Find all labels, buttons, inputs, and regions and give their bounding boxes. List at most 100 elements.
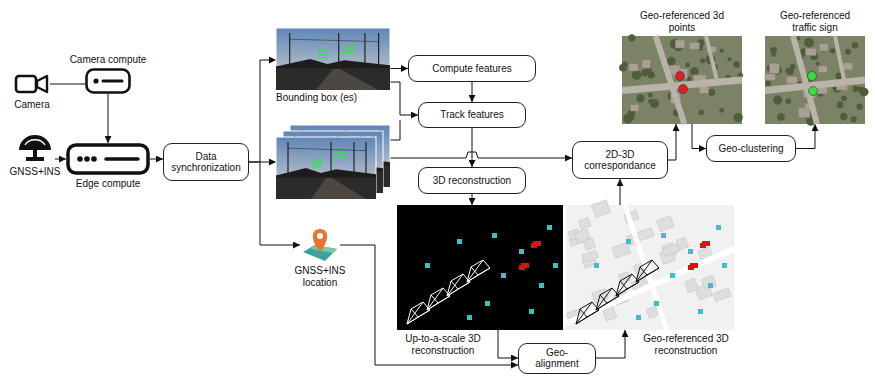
illustration-part xyxy=(492,233,497,238)
illustration-part xyxy=(650,99,659,108)
illustration-part xyxy=(843,63,852,70)
illustration-part xyxy=(397,205,563,330)
illustration-part xyxy=(637,228,654,241)
illustration-part xyxy=(427,296,450,310)
label-holder: Up-to-a-scale 3D reconstruction xyxy=(397,333,489,356)
node-label: Geo-referenced 3d points xyxy=(634,10,730,33)
illustration-part xyxy=(467,260,483,282)
illustration-part xyxy=(485,301,490,306)
map-image-art xyxy=(566,205,734,330)
connector-arrow xyxy=(472,194,473,205)
connector-arrow xyxy=(692,124,706,149)
process-box: Compute features xyxy=(408,55,536,82)
illustration-part xyxy=(447,282,470,296)
illustration-part xyxy=(539,283,544,288)
illustration-part xyxy=(734,113,743,122)
illustration-part xyxy=(622,36,742,124)
illustration-part xyxy=(648,93,653,98)
connector-arrow xyxy=(55,159,66,160)
aerial-image: Geo-referenced traffic sign xyxy=(765,36,865,124)
illustration-part xyxy=(276,137,376,199)
illustration-part xyxy=(407,310,430,324)
illustration-part xyxy=(817,88,827,94)
illustration-part xyxy=(769,63,779,73)
illustration-part xyxy=(636,275,647,282)
illustration-part xyxy=(845,49,851,55)
illustration-part xyxy=(853,86,859,92)
illustration-part xyxy=(276,28,390,90)
node-label: GNSS+INS xyxy=(3,166,67,178)
illustration-part xyxy=(708,283,713,288)
connector-arrow xyxy=(620,179,621,205)
illustration-part xyxy=(786,77,797,84)
illustration-part xyxy=(727,57,731,61)
label-holder: Bounding box (es) xyxy=(276,92,390,104)
illustration-part xyxy=(698,309,703,314)
connector-arrow xyxy=(50,84,85,85)
process-box: Geo-alignment xyxy=(518,343,596,374)
illustration-part xyxy=(583,238,595,250)
camera-icon-art xyxy=(14,72,50,96)
node-label: Geo-referenced traffic sign xyxy=(767,10,863,33)
illustration-part xyxy=(646,306,658,318)
illustration-part xyxy=(852,42,858,48)
illustration-part xyxy=(713,288,731,301)
illustration-part xyxy=(338,33,339,69)
illustration-part xyxy=(276,168,376,177)
reconstruction-image: Up-to-a-scale 3D reconstruction xyxy=(397,205,563,330)
illustration-part xyxy=(716,225,721,230)
illustration-part xyxy=(26,157,44,161)
illustration-part xyxy=(835,36,845,84)
illustration-part xyxy=(596,288,612,310)
illustration-part xyxy=(364,33,365,69)
illustration-part xyxy=(785,68,789,72)
compute-device-art xyxy=(66,143,150,175)
illustration-part xyxy=(287,142,288,178)
illustration-part xyxy=(625,205,667,330)
image-frames-art xyxy=(276,28,390,204)
illustration-part xyxy=(700,243,706,248)
illustration-part xyxy=(685,63,690,68)
illustration-part xyxy=(77,156,83,162)
illustration-part xyxy=(662,244,679,256)
illustration-part xyxy=(616,289,627,296)
illustration-part xyxy=(407,317,418,324)
illustration-part xyxy=(656,36,685,124)
illustration-part xyxy=(276,28,390,90)
illustration-part xyxy=(87,70,130,93)
label-holder: Geo-referenced traffic sign xyxy=(767,10,863,33)
illustration-part xyxy=(765,80,771,86)
process-box: Data synchronization xyxy=(163,143,249,181)
illustration-part xyxy=(338,156,342,159)
illustration-part xyxy=(688,265,694,270)
illustration-part xyxy=(276,175,376,199)
illustration-part xyxy=(819,66,827,73)
location-pin: GNSS+INS location xyxy=(300,228,340,262)
illustration-part xyxy=(808,72,817,81)
aerial-image: Geo-referenced 3d points xyxy=(622,36,742,124)
illustration-part xyxy=(820,44,828,51)
illustration-part xyxy=(837,101,844,108)
illustration-part xyxy=(733,61,740,68)
illustration-part xyxy=(626,239,631,244)
illustration-part xyxy=(706,36,718,84)
illustration-part xyxy=(616,282,639,296)
illustration-part xyxy=(276,137,376,199)
label-holder: Camera xyxy=(7,99,57,111)
illustration-part xyxy=(773,96,782,105)
box-label: 3D reconstruction xyxy=(433,175,511,187)
illustration-part xyxy=(819,43,827,51)
illustration-part xyxy=(365,142,366,178)
illustration-part xyxy=(276,66,390,90)
node-label: Bounding box (es) xyxy=(276,92,390,104)
illustration-part xyxy=(688,249,693,254)
illustration-part xyxy=(576,302,592,324)
label-holder: Geo-referenced 3d points xyxy=(634,10,730,33)
process-box: 3D reconstruction xyxy=(418,167,526,194)
illustration-part xyxy=(344,44,354,53)
illustration-part xyxy=(576,310,599,324)
illustration-part xyxy=(316,69,379,90)
illustration-part xyxy=(288,148,366,150)
illustration-part xyxy=(91,156,97,162)
illustration-part xyxy=(347,47,351,50)
